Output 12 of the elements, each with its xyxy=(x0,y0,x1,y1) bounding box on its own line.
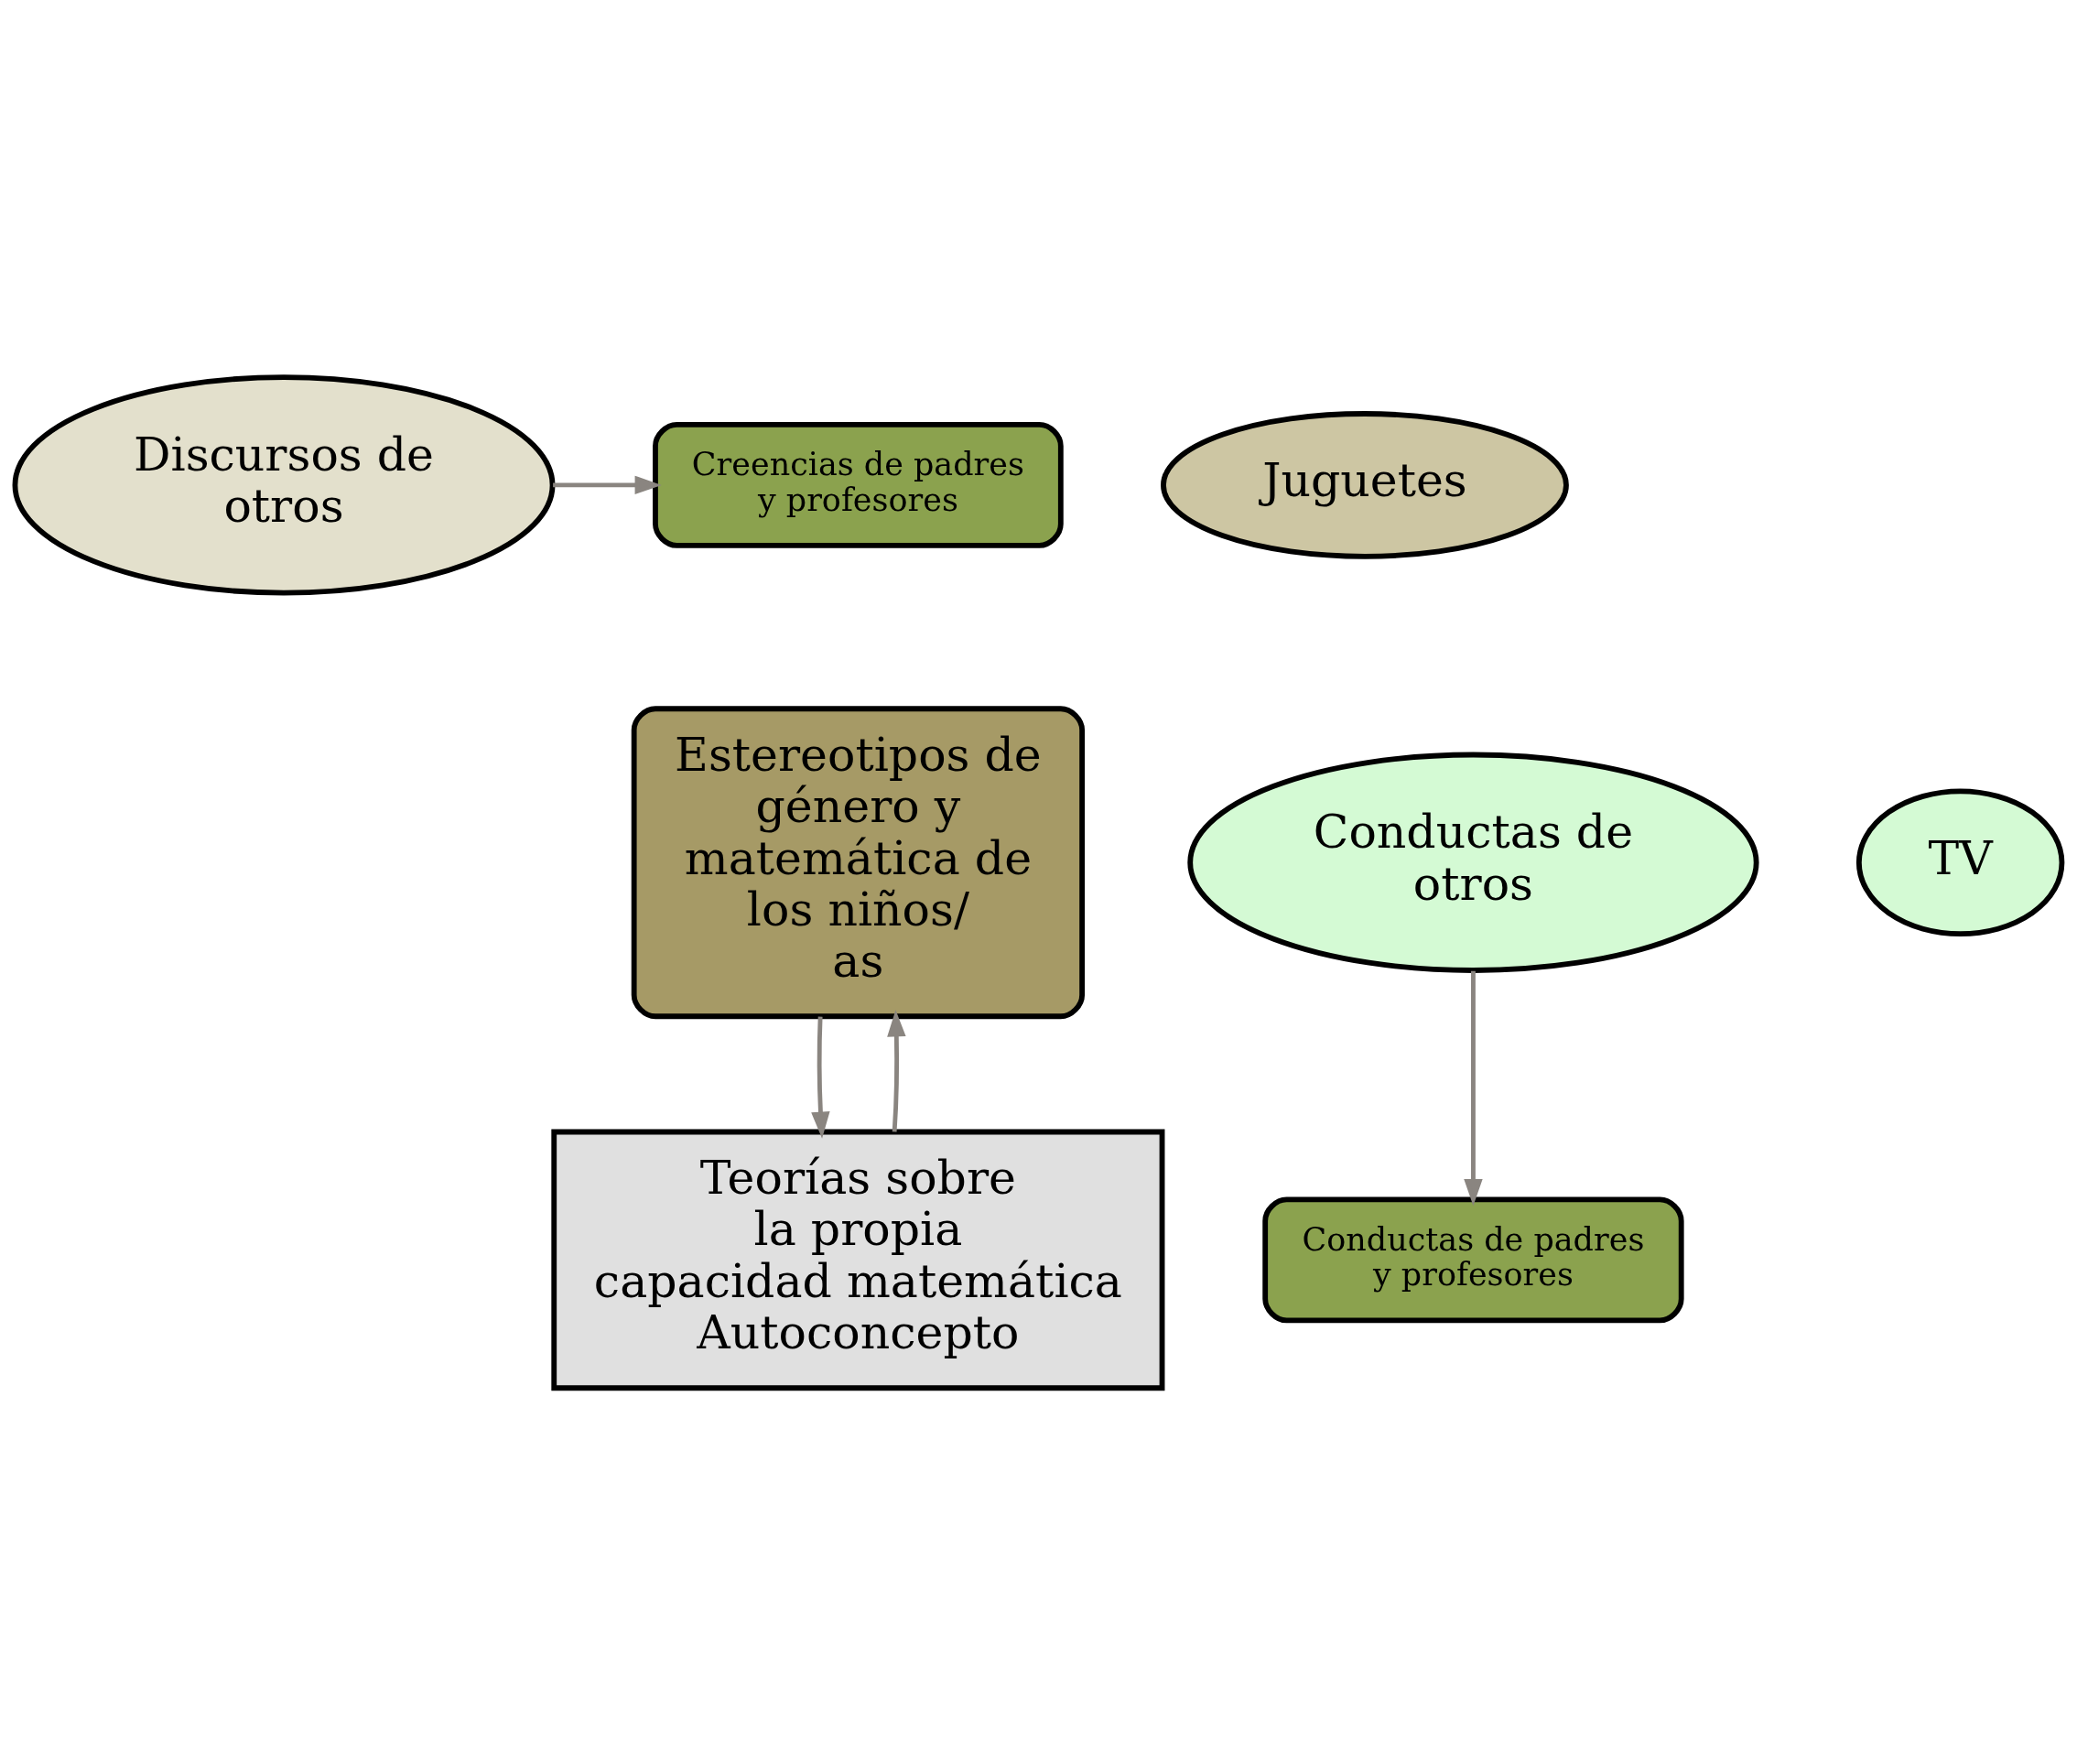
arrow xyxy=(553,475,662,494)
node-ellipse: TV xyxy=(1855,787,2065,936)
node-box: Conductas de padres y profesores xyxy=(1262,1196,1684,1323)
node-box: Teorías sobre la propia capacidad matemática Autoconcepto xyxy=(551,1129,1165,1391)
arrow xyxy=(1464,970,1483,1206)
node-ellipse: Conductas de otros xyxy=(1187,752,1759,973)
node-ellipse: Juguetes xyxy=(1161,410,1569,559)
node-box: Estereotipos de género y matemática de los niños/ as xyxy=(631,705,1086,1019)
arrow xyxy=(887,1009,906,1132)
arrow xyxy=(811,1015,830,1139)
node-ellipse: Discursos de otros xyxy=(12,373,556,596)
node-box: Creencias de padres y profesores xyxy=(653,421,1064,548)
